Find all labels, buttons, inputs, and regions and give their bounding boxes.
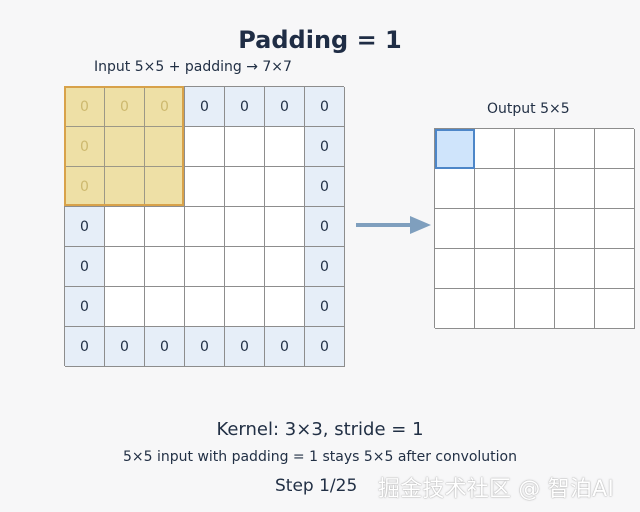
output-cell <box>435 129 475 169</box>
output-cell <box>435 169 475 209</box>
output-grid <box>434 128 635 329</box>
input-cell <box>185 207 225 247</box>
input-cell <box>105 287 145 327</box>
input-cell: 0 <box>65 247 105 287</box>
input-cell <box>265 207 305 247</box>
output-cell <box>475 129 515 169</box>
arrow-right-icon <box>356 216 431 234</box>
page-title: Padding = 1 <box>238 26 402 54</box>
input-cell: 0 <box>65 87 105 127</box>
input-cell: 0 <box>65 167 105 207</box>
output-cell <box>595 129 635 169</box>
input-cell <box>185 167 225 207</box>
input-cell <box>225 167 265 207</box>
output-cell <box>435 289 475 329</box>
input-label: Input 5×5 + padding → 7×7 <box>94 59 292 75</box>
output-cell <box>435 209 475 249</box>
input-cell: 0 <box>305 167 345 207</box>
output-cell <box>555 289 595 329</box>
input-cell: 0 <box>185 87 225 127</box>
input-cell <box>145 207 185 247</box>
explanation-note: 5×5 input with padding = 1 stays 5×5 aft… <box>122 449 517 465</box>
input-cell: 0 <box>305 247 345 287</box>
input-cell: 0 <box>305 287 345 327</box>
output-cell <box>515 129 555 169</box>
input-cell <box>145 127 185 167</box>
input-cell: 0 <box>265 327 305 367</box>
output-cell <box>555 129 595 169</box>
input-cell: 0 <box>65 287 105 327</box>
input-cell: 0 <box>65 327 105 367</box>
input-cell <box>145 167 185 207</box>
input-cell <box>105 247 145 287</box>
input-cell: 0 <box>265 87 305 127</box>
input-cell <box>265 247 305 287</box>
output-cell <box>595 169 635 209</box>
input-cell: 0 <box>145 87 185 127</box>
input-cell <box>265 287 305 327</box>
output-cell <box>515 249 555 289</box>
output-cell <box>555 249 595 289</box>
watermark: 掘金技术社区 @ 智泊AI <box>378 477 615 502</box>
input-cell <box>225 287 265 327</box>
input-cell: 0 <box>305 127 345 167</box>
input-cell: 0 <box>185 327 225 367</box>
output-cell <box>555 169 595 209</box>
input-cell <box>225 127 265 167</box>
input-cell <box>265 127 305 167</box>
output-cell <box>435 249 475 289</box>
input-cell <box>185 247 225 287</box>
output-cell <box>555 209 595 249</box>
input-cell: 0 <box>225 327 265 367</box>
kernel-caption: Kernel: 3×3, stride = 1 <box>216 419 424 440</box>
output-cell <box>595 209 635 249</box>
input-cell <box>105 127 145 167</box>
output-cell <box>595 289 635 329</box>
output-cell <box>515 209 555 249</box>
output-cell <box>475 249 515 289</box>
input-cell: 0 <box>225 87 265 127</box>
output-cell <box>475 289 515 329</box>
input-cell <box>145 287 185 327</box>
step-indicator: Step 1/25 <box>275 476 358 496</box>
input-cell: 0 <box>105 87 145 127</box>
input-cell: 0 <box>305 207 345 247</box>
output-label: Output 5×5 <box>487 101 570 117</box>
input-cell: 0 <box>65 207 105 247</box>
input-cell <box>145 247 185 287</box>
input-cell <box>265 167 305 207</box>
output-cell <box>515 289 555 329</box>
input-cell: 0 <box>105 327 145 367</box>
input-cell <box>225 207 265 247</box>
input-cell <box>225 247 265 287</box>
input-cell <box>185 287 225 327</box>
input-cell <box>105 207 145 247</box>
output-cell <box>515 169 555 209</box>
input-cell: 0 <box>65 127 105 167</box>
input-cell: 0 <box>305 87 345 127</box>
input-cell: 0 <box>305 327 345 367</box>
input-cell <box>105 167 145 207</box>
output-cell <box>475 209 515 249</box>
input-cell: 0 <box>145 327 185 367</box>
output-cell <box>595 249 635 289</box>
output-cell <box>475 169 515 209</box>
input-cell <box>185 127 225 167</box>
